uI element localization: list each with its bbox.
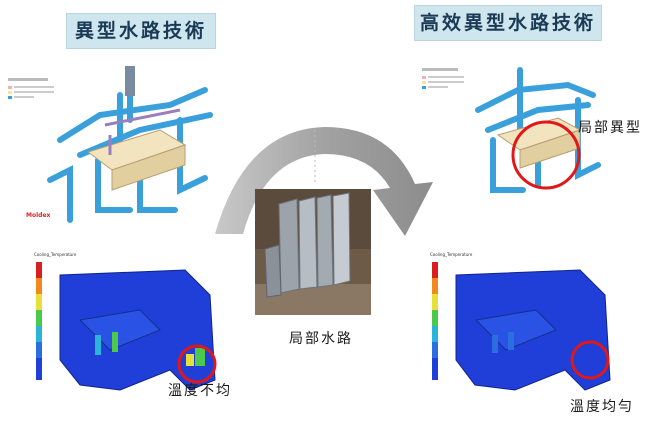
scale-title-left: Cooling_Temperature: [34, 252, 77, 257]
title-left: 異型水路技術: [66, 13, 216, 49]
legend-left: [8, 78, 54, 99]
label-temp-even: 溫度均勻: [570, 396, 634, 416]
part-shape-right: [456, 270, 610, 390]
label-local-profile: 局部異型: [578, 117, 642, 137]
mold-insert-right: [498, 118, 580, 168]
label-local-water: 局部水路: [289, 328, 353, 348]
label-temp-uneven: 溫度不均: [168, 380, 232, 400]
scale-title-right: Cooling_Temperature: [430, 252, 473, 257]
thermal-result-right: Cooling_Temperature: [420, 240, 646, 405]
color-scale-left: [36, 262, 42, 380]
legend-right: [422, 68, 464, 89]
local-water-insert-photo: [255, 189, 371, 315]
title-right: 高效異型水路技術: [414, 5, 602, 41]
mold-insert-left: [88, 66, 185, 190]
moldex-logo: Moldex: [26, 212, 50, 219]
color-scale-right: [432, 262, 438, 380]
part-shape-left: [60, 270, 215, 390]
